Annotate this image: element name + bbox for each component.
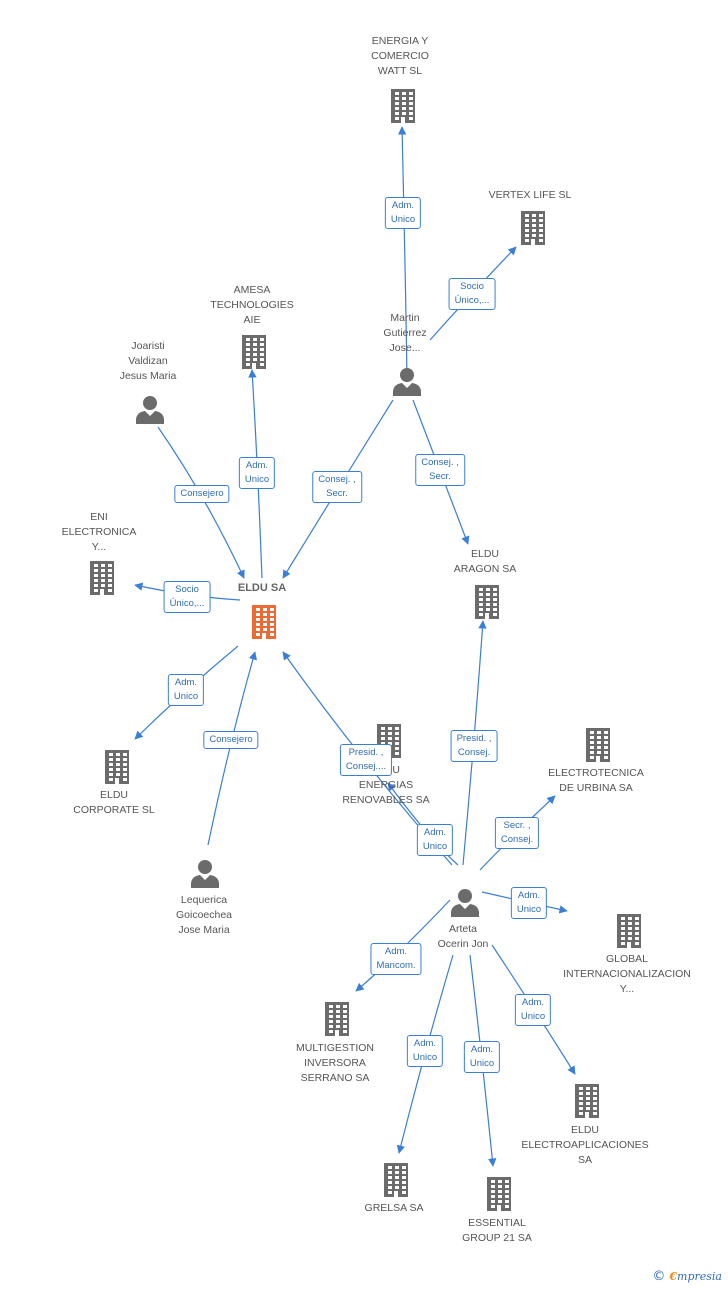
person-icon — [451, 889, 479, 917]
building-icon-wrap[interactable] — [572, 1083, 602, 1124]
node-label[interactable]: ELDU SA — [237, 582, 287, 594]
building-icon — [377, 724, 401, 758]
building-icon — [586, 728, 610, 762]
person-icon — [136, 396, 164, 424]
building-icon — [475, 585, 499, 619]
building-icon-wrap[interactable] — [102, 749, 132, 790]
building-icon-wrap[interactable] — [374, 723, 404, 764]
edge-label[interactable]: Adm. Unico — [238, 457, 276, 489]
edge-label[interactable]: Adm. Unico — [406, 1035, 444, 1067]
building-icon-wrap[interactable] — [583, 727, 613, 768]
brand-name: mpresia — [677, 1270, 722, 1283]
edge-line-martin-to-energia-watt — [397, 126, 408, 383]
person-icon — [393, 368, 421, 396]
building-icon-wrap[interactable] — [484, 1176, 514, 1217]
building-icon — [325, 1002, 349, 1036]
node-label[interactable]: AMESA TECHNOLOGIES AIE — [210, 284, 294, 326]
node-label[interactable]: Arteta Ocerin Jon — [437, 923, 489, 950]
building-icon-wrap[interactable] — [614, 913, 644, 954]
node-label[interactable]: ELDU ARAGON SA — [453, 548, 517, 575]
building-icon — [521, 211, 545, 245]
node-label[interactable]: Martin Gutierrez Jose... — [383, 312, 427, 354]
building-icon-wrap[interactable] — [87, 560, 117, 601]
person-icon-wrap[interactable] — [135, 394, 165, 429]
building-icon — [252, 605, 276, 639]
edge-label[interactable]: Presid. , Consej. — [450, 730, 498, 762]
copyright-symbol: © — [652, 1269, 666, 1284]
person-icon-wrap[interactable] — [392, 366, 422, 401]
node-label[interactable]: Lequerica Goicoechea Jose Maria — [175, 894, 233, 936]
brand-initial: € — [669, 1270, 678, 1283]
node-label[interactable]: ENERGIA Y COMERCIO WATT SL — [371, 35, 429, 77]
node-label[interactable]: ELECTROTECNICA DE URBINA SA — [548, 767, 644, 794]
edge-label[interactable]: Secr. , Consej. — [494, 817, 540, 849]
edge-label[interactable]: Socio Único,... — [163, 581, 211, 613]
building-icon-wrap[interactable] — [472, 584, 502, 625]
edge-label[interactable]: Adm. Unico — [514, 994, 552, 1026]
building-icon-wrap[interactable] — [249, 604, 279, 645]
person-icon-wrap[interactable] — [190, 858, 220, 893]
edge-label[interactable]: Socio Único,... — [448, 278, 496, 310]
building-icon — [242, 335, 266, 369]
building-icon-wrap[interactable] — [322, 1001, 352, 1042]
edge-label[interactable]: Consej. , Secr. — [415, 454, 465, 486]
node-label[interactable]: GLOBAL INTERNACIONALIZACION Y... — [563, 953, 691, 995]
building-icon — [617, 914, 641, 948]
building-icon-wrap[interactable] — [381, 1162, 411, 1203]
person-icon-wrap[interactable] — [450, 887, 480, 922]
edge-label[interactable]: Adm. Unico — [384, 197, 422, 229]
node-label[interactable]: ELDU CORPORATE SL — [73, 789, 155, 816]
copyright-footer: ©€mpresia — [652, 1269, 722, 1284]
node-label[interactable]: ENI ELECTRONICA Y... — [61, 511, 137, 553]
building-icon — [575, 1084, 599, 1118]
building-icon — [391, 89, 415, 123]
node-label[interactable]: GRELSA SA — [364, 1202, 424, 1214]
edge-label[interactable]: Adm. Unico — [416, 824, 454, 856]
building-icon — [384, 1163, 408, 1197]
node-label[interactable]: Joaristi Valdizan Jesus Maria — [119, 340, 177, 382]
building-icon-wrap[interactable] — [518, 210, 548, 251]
node-label[interactable]: ELDU ELECTROAPLICACIONES SA — [521, 1124, 649, 1166]
edge-label[interactable]: Consej. , Secr. — [312, 471, 362, 503]
edge-label[interactable]: Consejero — [203, 731, 259, 749]
edge-label[interactable]: Adm. Unico — [463, 1041, 501, 1073]
edge-label[interactable]: Adm. Unico — [167, 674, 205, 706]
person-icon — [191, 860, 219, 888]
node-label[interactable]: ESSENTIAL GROUP 21 SA — [462, 1217, 532, 1244]
node-label[interactable]: MULTIGESTION INVERSORA SERRANO SA — [296, 1042, 374, 1084]
node-label[interactable]: VERTEX LIFE SL — [488, 189, 572, 201]
building-icon-wrap[interactable] — [239, 334, 269, 375]
edge-label[interactable]: Consejero — [174, 485, 230, 503]
building-icon — [90, 561, 114, 595]
edge-label[interactable]: Adm. Mancom. — [370, 943, 422, 975]
building-icon — [487, 1177, 511, 1211]
edge-label[interactable]: Adm. Unico — [510, 887, 548, 919]
edge-label[interactable]: Presid. , Consej.... — [339, 744, 393, 776]
building-icon — [105, 750, 129, 784]
building-icon-wrap[interactable] — [388, 88, 418, 129]
